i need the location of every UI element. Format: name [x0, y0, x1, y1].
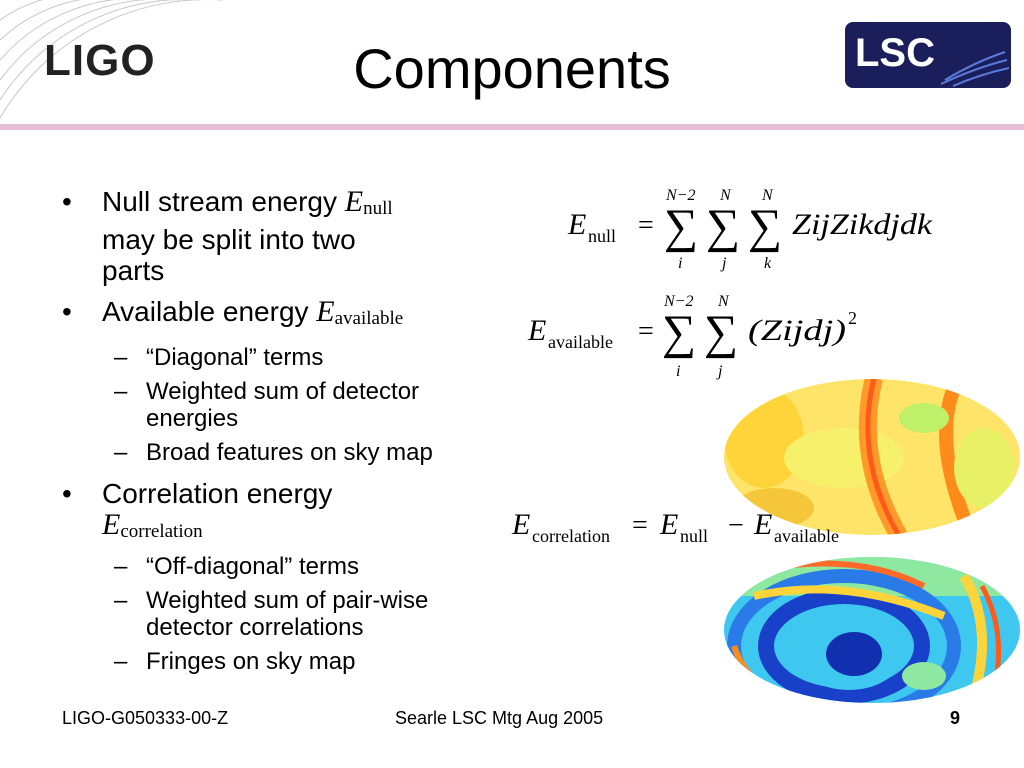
- symbol-sub: available: [334, 308, 404, 329]
- sum-lower: k: [764, 255, 772, 272]
- sub-bullet-text: Broad features on sky map: [146, 439, 433, 466]
- sigma: ∑: [748, 200, 782, 253]
- sub-bullet-text: Weighted sum of detector: [146, 378, 420, 405]
- sub-bullet: –“Off-diagonal” terms: [114, 553, 359, 580]
- symbol-e: E: [316, 295, 335, 328]
- sub-bullet-text: Fringes on sky map: [146, 648, 356, 675]
- svg-text:LSC: LSC: [855, 31, 935, 75]
- eq-term-sub: null: [680, 526, 708, 546]
- equation-correlation-energy: E correlation = E null − E available: [511, 508, 839, 546]
- sigma: ∑: [664, 200, 698, 253]
- sigma: ∑: [706, 200, 740, 253]
- eq-minus: −: [728, 510, 744, 541]
- sum-upper: N−2: [663, 293, 693, 310]
- sum-upper: N: [719, 187, 732, 204]
- sub-bullet-text: “Diagonal” terms: [146, 344, 324, 371]
- sum-lower: i: [678, 255, 682, 272]
- eq-lhs: E: [527, 314, 546, 347]
- bullet-correlation: • Correlation energy Ecorrelation: [62, 478, 333, 542]
- sum-upper: N−2: [665, 187, 695, 204]
- eq-lhs: E: [511, 508, 530, 541]
- equation-available-energy: E available = N−2 N ∑ ∑ i j (Zijdj) 2: [527, 293, 857, 380]
- sum-lower: j: [716, 363, 723, 380]
- sum-upper: N: [761, 187, 774, 204]
- bullet-text: Null stream energy: [102, 186, 337, 217]
- bullet-text-line: may be split into two: [102, 224, 356, 255]
- sub-bullet: –Fringes on sky map: [114, 648, 356, 675]
- sum-upper: N: [717, 293, 730, 310]
- eq-lhs-sub: correlation: [532, 526, 610, 546]
- sub-bullet-text: “Off-diagonal” terms: [146, 553, 359, 580]
- sky-map-correlation: [724, 557, 1020, 703]
- bullet-text: Available energy: [102, 296, 309, 327]
- eq-lhs-sub: available: [548, 332, 613, 352]
- sum-lower: j: [720, 255, 727, 272]
- eq-term: E: [659, 508, 678, 541]
- corner-arcs-decoration: [0, 0, 222, 119]
- sub-bullet-text: energies: [146, 405, 239, 432]
- bullet-text-line: parts: [102, 255, 165, 286]
- equation-null-energy: E null = N−2 N N ∑ ∑ ∑ i j k ZijZikdjdk: [567, 187, 933, 272]
- ligo-logo: LIGO: [44, 36, 156, 85]
- page-title: Components: [353, 37, 671, 100]
- eq-term: E: [753, 508, 772, 541]
- eq-equals: =: [638, 316, 654, 347]
- sub-bullet-text: detector correlations: [146, 614, 364, 641]
- bullet-text: Correlation energy: [102, 478, 333, 509]
- eq-lhs-sub: null: [588, 226, 616, 246]
- eq-term-sub: available: [774, 526, 839, 546]
- sigma: ∑: [704, 306, 738, 359]
- page-number: 9: [950, 708, 961, 728]
- bullet-null-stream: • Null stream energy Enull may be split …: [62, 185, 393, 286]
- sigma: ∑: [662, 306, 696, 359]
- symbol-e: E: [102, 508, 121, 541]
- symbol-e: E: [344, 185, 364, 218]
- lsc-logo: LSC: [845, 22, 1011, 88]
- footer-meeting: Searle LSC Mtg Aug 2005: [395, 708, 604, 728]
- eq-power: 2: [848, 308, 857, 328]
- symbol-sub: null: [363, 198, 393, 219]
- eq-equals: =: [632, 510, 648, 541]
- bullet-available: • Available energy Eavailable: [62, 295, 404, 329]
- sub-bullet: –Broad features on sky map: [114, 439, 433, 466]
- eq-lhs: E: [567, 208, 586, 241]
- sub-bullet: –“Diagonal” terms: [114, 344, 324, 371]
- eq-equals: =: [638, 210, 654, 241]
- eq-body: ZijZikdjdk: [792, 208, 933, 241]
- sky-map-available: [724, 379, 1020, 535]
- symbol-sub: correlation: [120, 521, 203, 542]
- sub-bullet-text: Weighted sum of pair-wise: [146, 587, 429, 614]
- eq-body: (Zijdj): [748, 314, 846, 347]
- sum-lower: i: [676, 363, 680, 380]
- bullet-list: • Null stream energy Enull may be split …: [60, 186, 500, 682]
- footer-document-id: LIGO-G050333-00-Z: [62, 708, 229, 728]
- header-divider: [0, 124, 1024, 130]
